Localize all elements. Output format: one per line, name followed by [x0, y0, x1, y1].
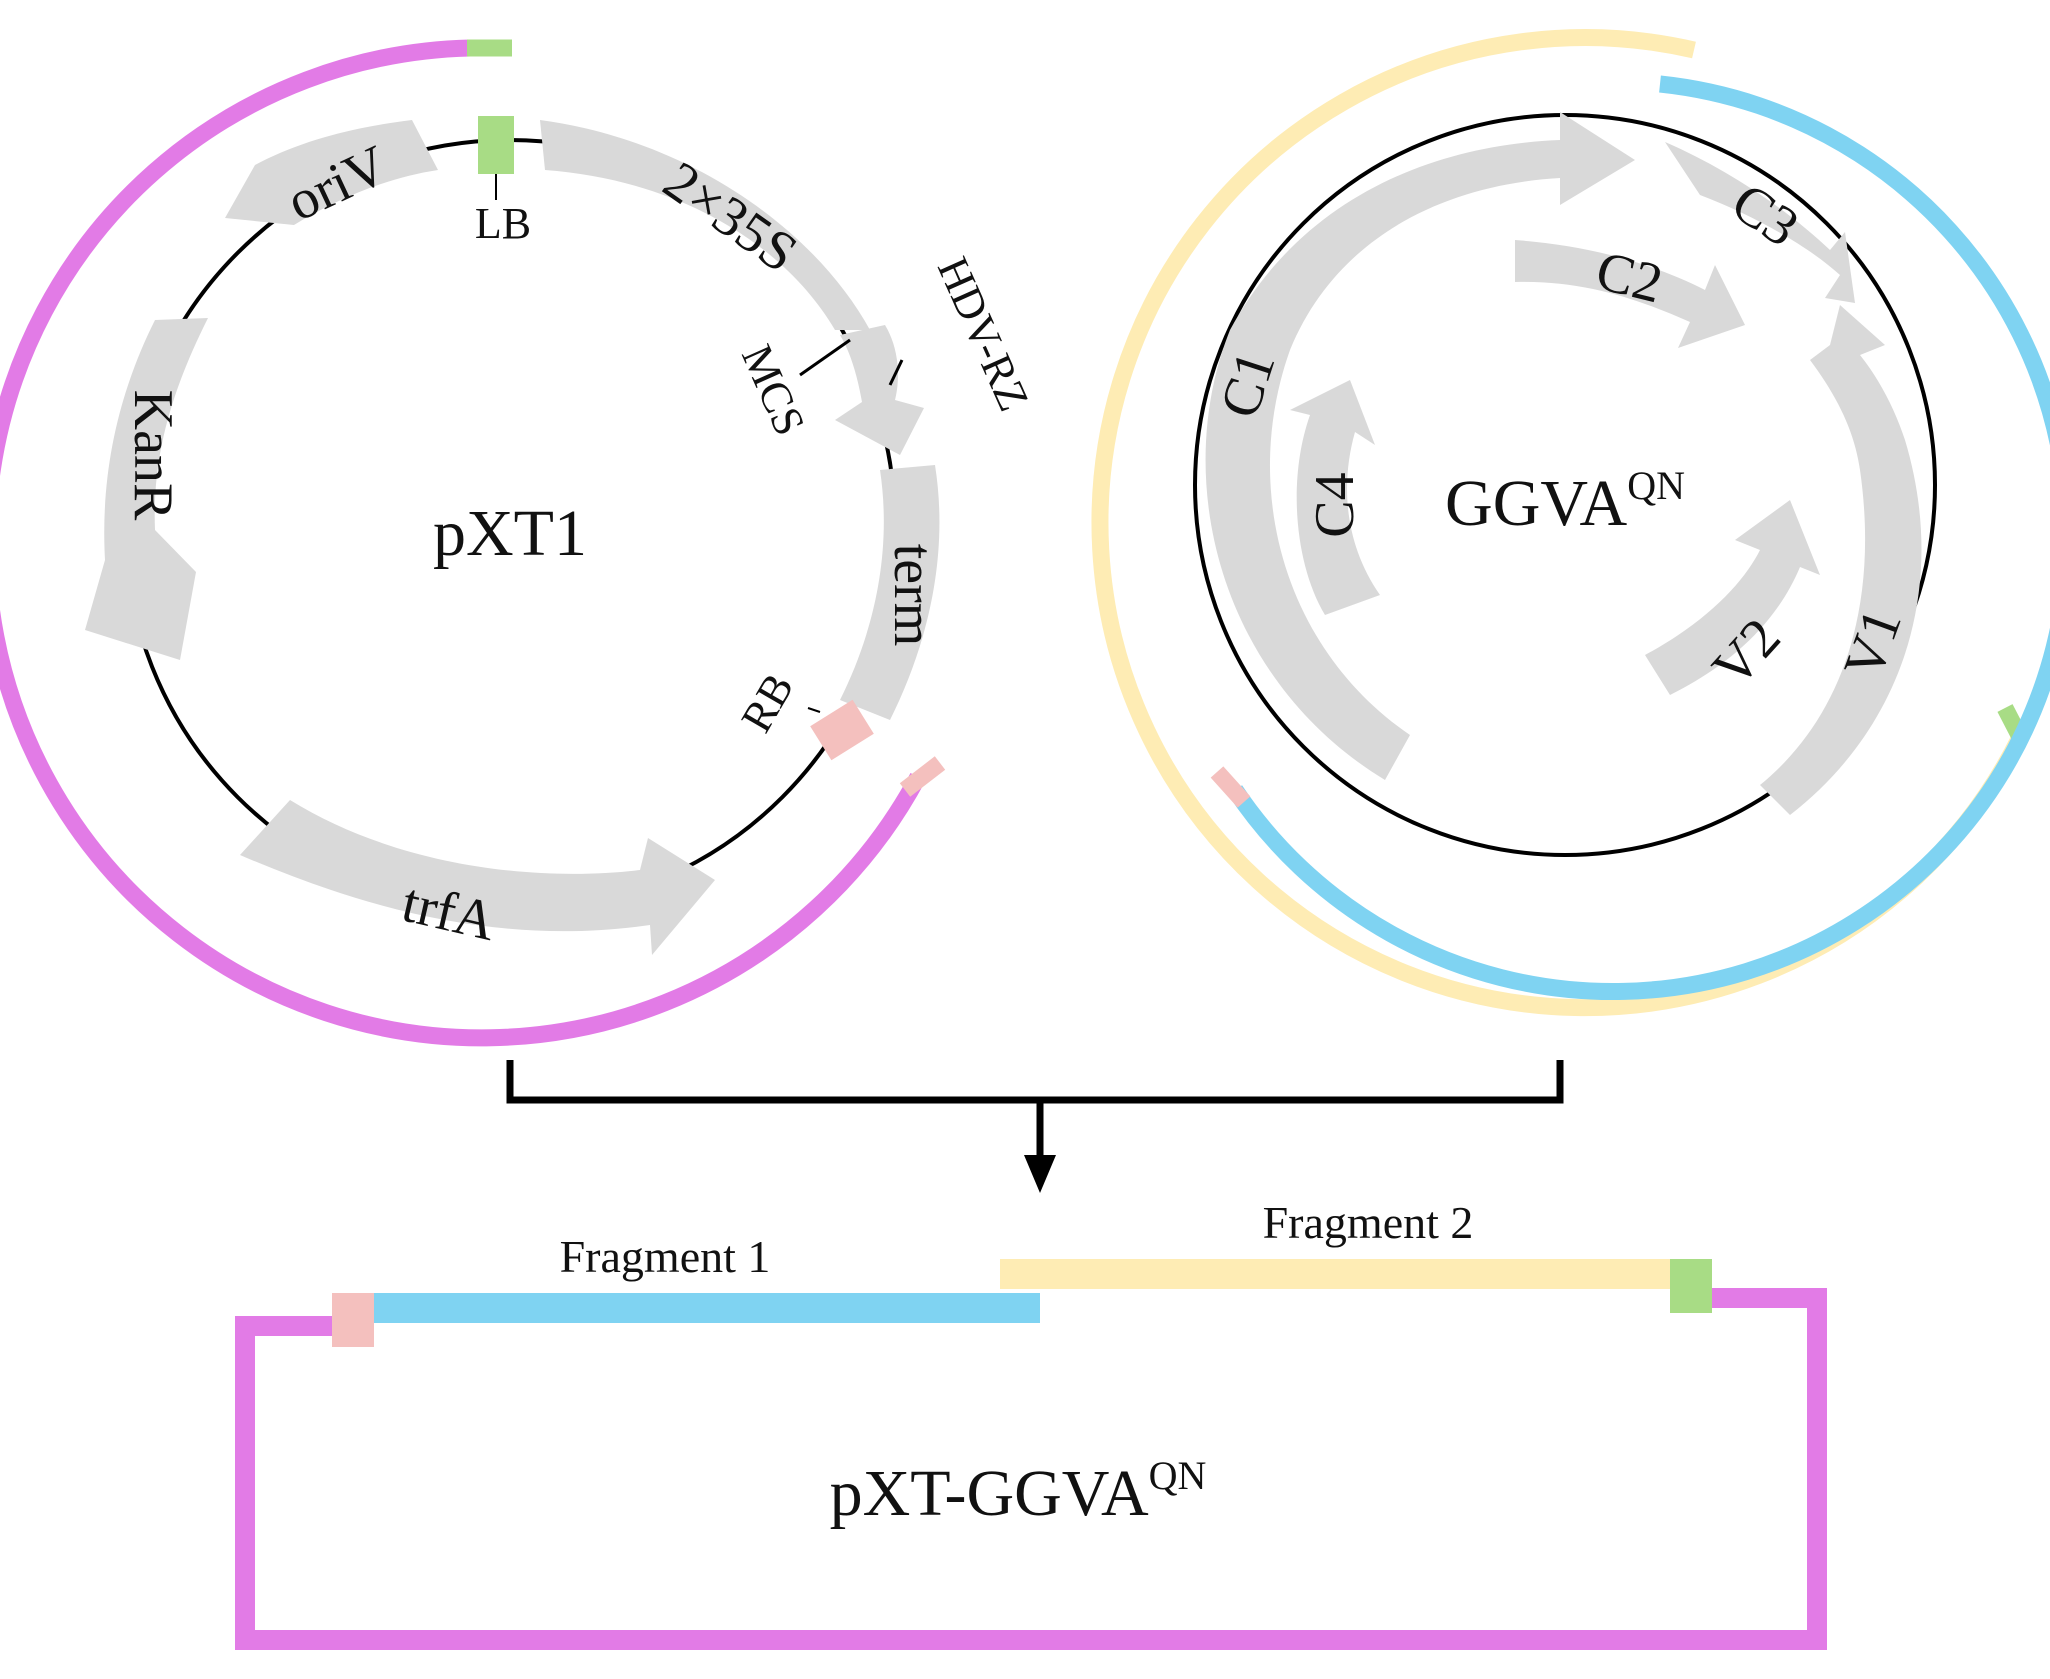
rb-label: RB	[732, 665, 804, 740]
oriV-arrow	[225, 120, 438, 225]
ggva-blue-arc	[1227, 75, 2050, 1001]
ggva-blue-rb-cap	[1210, 766, 1251, 808]
c1-arrow	[1205, 112, 1635, 780]
term-label: term	[882, 544, 944, 647]
connector-bracket	[506, 1060, 1564, 1155]
fragment-2-label: Fragment 2	[1263, 1197, 1474, 1248]
fragment-1-label: Fragment 1	[560, 1231, 771, 1282]
plasmid-ggva-name: GGVAQN	[1445, 463, 1685, 540]
ggva-backbone-circle	[1193, 113, 1937, 857]
rb-leader	[807, 707, 821, 713]
c3-arrow	[1665, 142, 1855, 303]
product-lb-box	[1670, 1259, 1712, 1313]
term-arrow	[840, 465, 940, 720]
promoter-label: 2×35S	[652, 150, 808, 285]
c2-arrow	[1515, 240, 1745, 348]
plasmid-ggva-name-sup: QN	[1627, 463, 1685, 508]
c2-label: C2	[1590, 240, 1668, 316]
product-name-sup: QN	[1149, 1453, 1207, 1498]
product-rb-box	[332, 1293, 374, 1347]
v2-arrow	[1645, 500, 1820, 695]
connector-arrowhead	[1024, 1155, 1056, 1193]
hdv-arrow	[835, 325, 924, 455]
mcs-label: MCS	[732, 338, 815, 443]
plasmid-ggva: C1 C2 C3 C4 V1 V2 GGVAQN	[1091, 29, 2050, 1017]
kanR-label: KanR	[122, 390, 184, 521]
mcs-leader	[799, 338, 851, 377]
c4-arrow	[1290, 380, 1380, 615]
promoter-arrow	[540, 120, 870, 330]
pxt1-backbone-arc	[0, 39, 926, 1047]
assembly-connector	[506, 1060, 1564, 1193]
rb-box	[810, 699, 874, 761]
product-name: pXT-GGVAQN	[830, 1453, 1207, 1530]
lb-label: LB	[475, 199, 531, 248]
pxt1-outer-rb-cap	[899, 756, 946, 797]
product-construct: Fragment 1 Fragment 2 pXT-GGVAQN	[235, 1197, 1827, 1650]
lb-box	[478, 116, 514, 174]
hdv-label: HDV-RZ	[928, 250, 1039, 418]
v1-arrow	[1760, 305, 1922, 815]
c4-label: C4	[1304, 472, 1366, 537]
fragment-1-bar	[374, 1293, 1040, 1323]
fragment-2-bar	[1000, 1259, 1670, 1289]
plasmid-pxt1-name: pXT1	[433, 497, 587, 570]
product-backbone	[235, 1288, 1827, 1650]
hdv-leader	[888, 359, 904, 386]
kanR-arrow	[85, 318, 208, 660]
plasmid-pxt1: oriV KanR trfA 2×35S HDV-RZ MCS term LB …	[0, 39, 1039, 1047]
trfA-arrow	[240, 800, 715, 955]
